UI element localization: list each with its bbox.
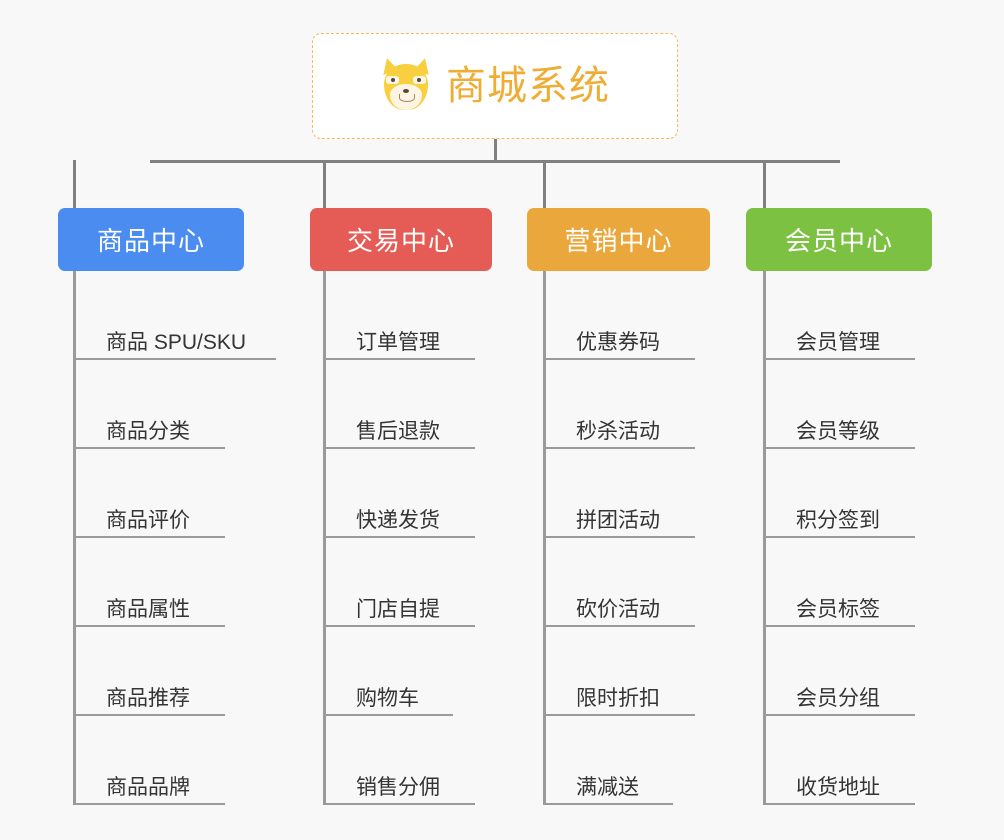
item-label: 会员分组 [796, 686, 880, 710]
list-item[interactable]: 商品 SPU/SKU [73, 271, 276, 360]
list-item[interactable]: 秒杀活动 [543, 360, 695, 449]
list-item[interactable]: 拼团活动 [543, 449, 695, 538]
item-underline [543, 625, 695, 627]
list-item[interactable]: 商品品牌 [73, 716, 246, 805]
item-label: 商品分类 [106, 419, 190, 443]
item-column-1: 商品 SPU/SKU 商品分类商品评价商品属性商品推荐商品品牌 [73, 271, 276, 805]
root-node[interactable]: 商城系统 [312, 33, 678, 139]
list-item[interactable]: 优惠券码 [543, 271, 695, 360]
item-label: 门店自提 [356, 597, 440, 621]
item-underline [543, 447, 695, 449]
item-label: 订单管理 [356, 330, 440, 354]
list-item[interactable]: 砍价活动 [543, 538, 695, 627]
category-box-1[interactable]: 商品中心 [58, 208, 244, 271]
item-underline [73, 358, 276, 360]
item-label: 商品 SPU/SKU [106, 330, 247, 354]
item-underline [763, 447, 915, 449]
list-item[interactable]: 收货地址 [763, 716, 915, 805]
item-label: 商品评价 [106, 508, 190, 532]
item-label: 限时折扣 [576, 686, 660, 710]
column-stem [763, 271, 766, 805]
item-label: 优惠券码 [576, 330, 660, 354]
item-underline [543, 536, 695, 538]
list-item[interactable]: 会员管理 [763, 271, 915, 360]
item-underline [763, 358, 915, 360]
item-underline [763, 536, 915, 538]
item-underline [73, 536, 225, 538]
list-item[interactable]: 会员分组 [763, 627, 915, 716]
item-underline [543, 358, 695, 360]
list-item[interactable]: 会员标签 [763, 538, 915, 627]
column-stem [323, 271, 326, 805]
item-underline [73, 625, 225, 627]
category-box-4[interactable]: 会员中心 [746, 208, 932, 271]
root-title: 商城系统 [446, 64, 610, 108]
list-item[interactable]: 商品分类 [73, 360, 246, 449]
list-item[interactable]: 购物车 [323, 627, 453, 716]
item-underline [73, 447, 225, 449]
list-item[interactable]: 会员等级 [763, 360, 915, 449]
item-underline [323, 803, 475, 805]
item-label: 拼团活动 [576, 508, 660, 532]
item-underline [323, 625, 475, 627]
connector-drop-1 [73, 160, 76, 208]
item-label: 收货地址 [796, 775, 880, 799]
item-underline [763, 803, 915, 805]
item-column-4: 会员管理会员等级积分签到会员标签会员分组收货地址 [763, 271, 915, 805]
connector-drop-2 [323, 160, 326, 208]
item-underline [73, 714, 225, 716]
item-label: 售后退款 [356, 419, 440, 443]
list-item[interactable]: 满减送 [543, 716, 673, 805]
item-underline [323, 714, 453, 716]
item-label: 商品品牌 [106, 775, 190, 799]
item-label: 销售分佣 [356, 775, 440, 799]
category-label: 交易中心 [346, 226, 455, 256]
item-underline [763, 714, 915, 716]
connector-drop-4 [763, 160, 766, 208]
list-item[interactable]: 商品推荐 [73, 627, 246, 716]
item-label: 会员标签 [796, 597, 880, 621]
item-label: 会员管理 [796, 330, 880, 354]
list-item[interactable]: 商品属性 [73, 538, 246, 627]
item-label: 砍价活动 [576, 597, 660, 621]
item-label: 商品属性 [106, 597, 190, 621]
list-item[interactable]: 订单管理 [323, 271, 475, 360]
item-underline [323, 447, 475, 449]
item-label: 满减送 [576, 775, 639, 799]
connector-horizontal-bar [150, 160, 840, 163]
item-underline [543, 714, 695, 716]
item-underline [323, 536, 475, 538]
column-stem [73, 271, 76, 805]
item-label: 秒杀活动 [576, 419, 660, 443]
list-item[interactable]: 门店自提 [323, 538, 475, 627]
list-item[interactable]: 积分签到 [763, 449, 915, 538]
item-label: 会员等级 [796, 419, 880, 443]
item-column-3: 优惠券码秒杀活动拼团活动砍价活动限时折扣满减送 [543, 271, 695, 805]
category-label: 会员中心 [784, 226, 893, 256]
list-item[interactable]: 售后退款 [323, 360, 475, 449]
item-column-2: 订单管理售后退款快递发货门店自提购物车销售分佣 [323, 271, 475, 805]
item-underline [73, 803, 225, 805]
list-item[interactable]: 快递发货 [323, 449, 475, 538]
list-item[interactable]: 限时折扣 [543, 627, 695, 716]
category-box-3[interactable]: 营销中心 [527, 208, 710, 271]
item-underline [543, 803, 673, 805]
category-label: 营销中心 [564, 226, 673, 256]
item-label: 购物车 [356, 686, 419, 710]
item-label: 积分签到 [796, 508, 880, 532]
column-stem [543, 271, 546, 805]
category-label: 商品中心 [96, 226, 205, 256]
category-box-2[interactable]: 交易中心 [310, 208, 492, 271]
item-underline [323, 358, 475, 360]
list-item[interactable]: 销售分佣 [323, 716, 475, 805]
connector-root-stem [494, 139, 497, 162]
shiba-inu-icon [379, 56, 433, 112]
item-label: 商品推荐 [106, 686, 190, 710]
item-label: 快递发货 [356, 508, 440, 532]
connector-drop-3 [543, 160, 546, 208]
list-item[interactable]: 商品评价 [73, 449, 246, 538]
item-underline [763, 625, 915, 627]
